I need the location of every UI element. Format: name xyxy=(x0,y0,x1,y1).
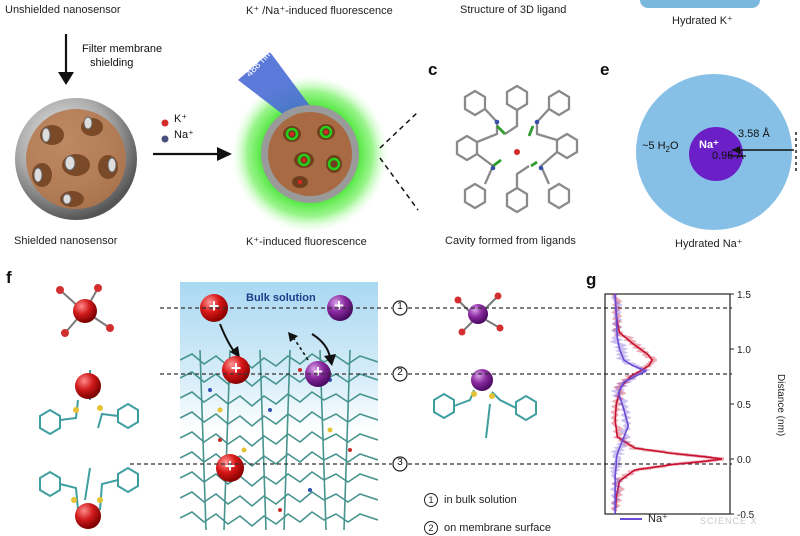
marker-2: 2 xyxy=(397,367,403,378)
panel-c-label: c xyxy=(428,60,438,79)
filter-membrane-label: Filter membrane shielding xyxy=(82,43,163,69)
process-arrow xyxy=(153,147,232,161)
k-ion-label: K⁺ xyxy=(174,113,188,125)
na-ion-plus-2: + xyxy=(313,362,323,381)
structure-3d-ligand-caption: Structure of 3D ligand xyxy=(460,4,567,16)
k-ion-plus-2: + xyxy=(230,358,242,378)
hydrated-na-caption: Hydrated Na⁺ xyxy=(675,238,743,250)
na-ion-center-label: Na⁺ xyxy=(699,139,719,151)
shielding-arrow xyxy=(58,34,74,85)
ion-trajectories xyxy=(200,294,353,482)
k-ion-plus-3: + xyxy=(224,456,236,476)
cavity-caption: Cavity formed from ligands xyxy=(445,235,576,247)
fluorescent-nanosensor xyxy=(232,52,388,232)
k-fluorescence-caption: K⁺-induced fluorescence xyxy=(246,236,367,248)
ion-legend-dots xyxy=(161,119,169,143)
legend-membrane: 2 on membrane surface xyxy=(424,520,551,536)
series-line-0 xyxy=(614,293,723,515)
hydrated-na-diagram xyxy=(636,74,797,230)
y-tick-label: 0.0 xyxy=(737,455,751,466)
y-tick-label: 1.0 xyxy=(737,345,751,356)
shielded-caption: Shielded nanosensor xyxy=(14,235,118,247)
marker-3: 3 xyxy=(397,457,403,468)
panel-e-label: e xyxy=(600,60,610,79)
series-noise-0 xyxy=(610,293,724,513)
zoom-lines xyxy=(379,111,419,211)
unshielded-caption: Unshielded nanosensor xyxy=(5,4,121,16)
panel-f-label: f xyxy=(6,268,12,287)
chart-legend-na: Na⁺ xyxy=(620,512,668,525)
legend-bulk: 1 in bulk solution xyxy=(424,492,551,508)
na-ion-label: Na⁺ xyxy=(174,129,194,141)
hydrated-k-sphere-partial xyxy=(640,0,760,8)
membrane-lattice xyxy=(180,350,378,530)
y-tick-label: 0.5 xyxy=(737,400,751,411)
outer-radius-label: 3.58 Å xyxy=(738,128,770,140)
k-solvation-structures xyxy=(39,284,139,529)
shielded-nanosensor xyxy=(15,98,137,220)
na-legend-swatch xyxy=(620,517,642,520)
ion-legend: K⁺ Na⁺ xyxy=(174,111,194,143)
y-axis-label: Distance (nm) xyxy=(775,374,786,436)
panel-g-label: g xyxy=(586,270,597,289)
position-legend: 1 in bulk solution 2 on membrane surface xyxy=(424,492,551,536)
series-noise-1 xyxy=(609,293,652,512)
na-ion-plus-1: + xyxy=(334,296,344,315)
na-solvation-structures xyxy=(433,292,537,439)
kna-fluorescence-caption: K⁺ /Na⁺-induced fluorescence xyxy=(246,5,393,17)
marker-1: 1 xyxy=(397,301,403,312)
hydrated-k-caption: Hydrated K⁺ xyxy=(672,15,733,27)
k-ion-plus-1: + xyxy=(208,296,220,316)
water-count-label: ~5 H2O xyxy=(642,140,679,155)
y-tick-label: -0.5 xyxy=(737,510,755,521)
bulk-solution-label: Bulk solution xyxy=(246,292,316,304)
inner-radius-label: 0.95 Å xyxy=(712,150,744,162)
watermark: SCIENCE X xyxy=(700,516,758,526)
ligand-cavity-structure xyxy=(455,84,579,214)
distance-density-chart: 1.5 1.0 0.5 0.0 -0.5 Distance (nm) xyxy=(604,290,786,521)
series-line-1 xyxy=(614,293,648,514)
y-tick-label: 1.5 xyxy=(737,290,751,301)
